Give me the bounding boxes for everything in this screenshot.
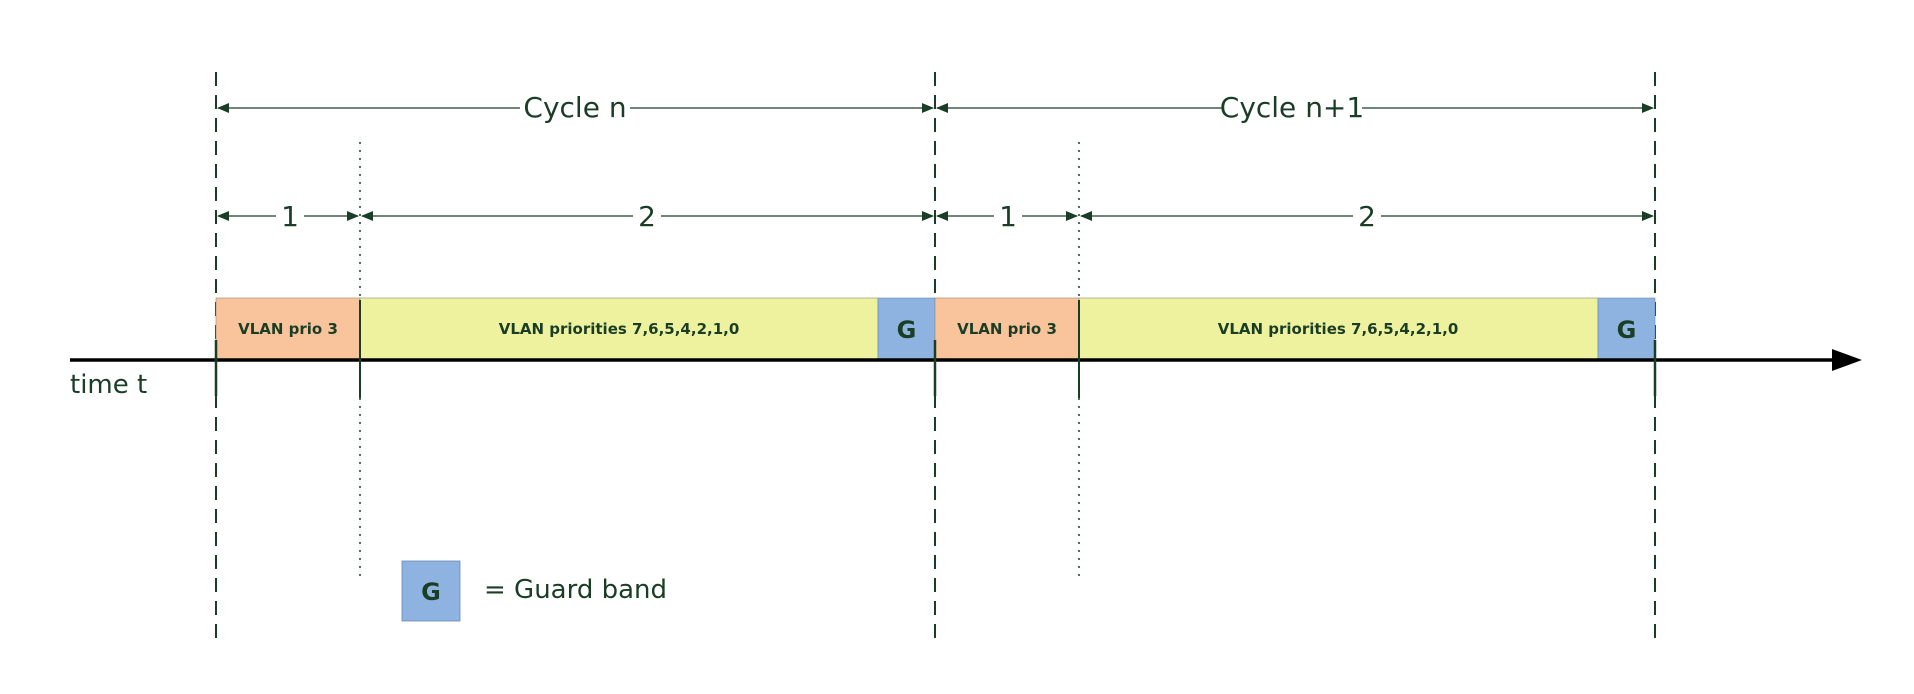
priorities-window-label: VLAN priorities 7,6,5,4,2,1,0	[1218, 320, 1459, 338]
guard-band	[1597, 297, 1656, 361]
priorities-window-label: VLAN priorities 7,6,5,4,2,1,0	[499, 320, 740, 338]
phase-label: 2	[1358, 200, 1376, 233]
legend-guard-symbol: G	[421, 578, 441, 606]
time-axis-arrowhead	[1832, 349, 1862, 371]
phase-label: 2	[638, 200, 656, 233]
priorities-window	[1078, 297, 1599, 361]
guard-band-label: G	[1617, 316, 1637, 344]
prio3-window-label: VLAN prio 3	[957, 320, 1057, 338]
legend-guard-text: = Guard band	[484, 575, 667, 605]
time-axis-label: time t	[70, 370, 147, 400]
prio3-window	[215, 297, 361, 361]
phase-label: 1	[281, 200, 299, 233]
priorities-window	[359, 297, 879, 361]
guard-band	[877, 297, 936, 361]
legend-guard-swatch	[401, 560, 461, 622]
cycle-label: Cycle n+1	[1220, 91, 1364, 124]
prio3-window-label: VLAN prio 3	[238, 320, 338, 338]
cycle-label: Cycle n	[523, 91, 626, 124]
guard-band-label: G	[897, 316, 917, 344]
phase-label: 1	[999, 200, 1017, 233]
